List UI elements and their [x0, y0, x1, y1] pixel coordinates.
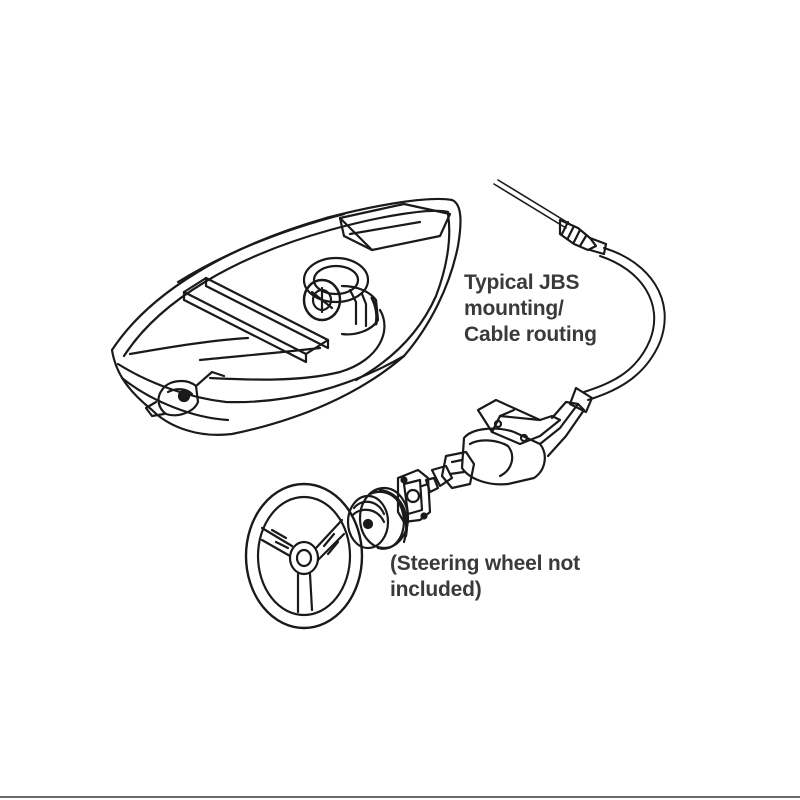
- label-wheel-line-2: included): [390, 578, 482, 601]
- wheel-hub: [346, 486, 410, 550]
- boat-console: [302, 256, 370, 304]
- helm-unit: [420, 398, 586, 494]
- label-wheel-line-1: (Steering wheel not: [390, 552, 580, 575]
- label-jbs-mounting: Typical JBS mounting/ Cable routing: [464, 270, 597, 348]
- bottom-divider: [0, 796, 800, 798]
- steering-wheel: [244, 482, 364, 630]
- label-jbs-line-3: Cable routing: [464, 323, 597, 346]
- boat-hull-outline: [110, 197, 462, 436]
- steering-cable: [493, 179, 666, 414]
- boat-outboard-motor: [157, 380, 200, 417]
- label-jbs-line-1: Typical JBS: [464, 271, 580, 294]
- bezel-adapter: [396, 468, 432, 524]
- label-steering-wheel: (Steering wheel not included): [390, 551, 580, 603]
- label-jbs-line-2: mounting/: [464, 297, 564, 320]
- boat-illustration: [110, 197, 462, 436]
